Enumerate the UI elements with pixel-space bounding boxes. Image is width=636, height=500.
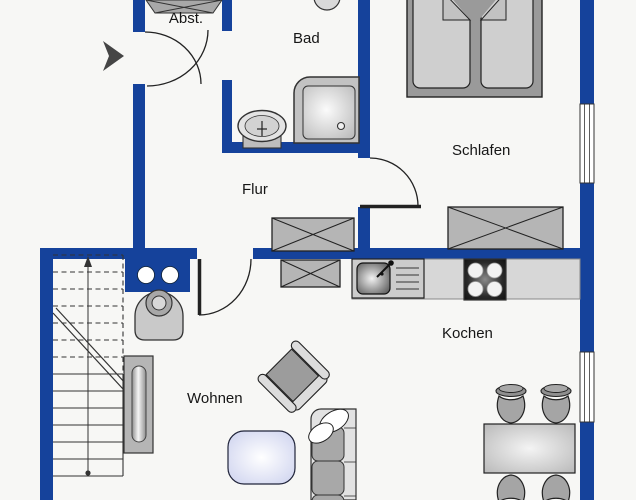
cabinet-flur [271, 217, 355, 252]
sofa-cushion [311, 460, 345, 496]
utility-shaft [125, 259, 190, 292]
windows [579, 103, 595, 423]
boiler-stove [134, 289, 184, 341]
bed-mattress-left [412, 0, 472, 89]
kitchen-faucet [376, 262, 392, 278]
kitchen-sink-basin [356, 262, 391, 295]
wall-outer-right-middle [580, 183, 594, 352]
wall-left-above-entrance [133, 0, 145, 32]
dining-table [483, 423, 576, 474]
wall-left-below-entrance [133, 84, 145, 259]
room-label-bad: Bad [293, 30, 320, 47]
stair-walk-line-start [85, 470, 91, 476]
wall-bad-bottom [222, 142, 370, 153]
chair [496, 474, 526, 500]
doors [144, 29, 421, 316]
wall-main-horizontal-left [40, 248, 197, 259]
coffee-table [227, 430, 296, 485]
window-kochen [579, 351, 595, 423]
wall-bad-left [222, 80, 232, 153]
chair [540, 384, 572, 424]
bathroom-sink [237, 109, 287, 149]
chair [495, 384, 527, 424]
utility-shaft-openings [137, 266, 179, 284]
door-arc-wohnen [198, 258, 252, 316]
shower [293, 76, 360, 144]
sofa-pillow [308, 422, 334, 444]
kitchen-sink-unit [351, 258, 425, 299]
staircase [52, 254, 127, 477]
stove-cooktop [463, 258, 507, 301]
bed-mattress-right [478, 0, 534, 89]
room-label-kochen: Kochen [442, 325, 493, 342]
door-arc-entrance [144, 31, 202, 85]
dining-chairs [495, 384, 572, 500]
wall-main-horizontal-right [253, 248, 594, 259]
room-label-flur: Flur [242, 181, 268, 198]
room-label-abst: Abst. [168, 10, 204, 27]
sideboard [123, 355, 154, 454]
wall-outer-right-bottom [580, 422, 594, 500]
wall-flur-schlafen-lower [358, 207, 370, 259]
toilet [313, 0, 341, 11]
wall-abst-right [222, 0, 232, 31]
entrance-arrow-icon [103, 41, 124, 71]
double-bed [406, 0, 543, 98]
wall-bad-schlafen [358, 0, 370, 158]
cabinet-below-wall [280, 259, 341, 288]
room-label-schlafen: Schlafen [452, 142, 511, 159]
door-arc-abst [146, 29, 209, 87]
kitchen-sink-drainer [396, 267, 419, 290]
shower-drain [336, 121, 346, 131]
door-arc-schlafen [369, 157, 419, 207]
wall-outer-right-top [580, 0, 594, 104]
wardrobe-schlafen [447, 206, 564, 250]
stair-direction-arrow-icon [84, 256, 92, 267]
abst-shelf [145, 0, 223, 14]
window-schlafen [579, 103, 595, 184]
room-label-wohnen: Wohnen [187, 390, 243, 407]
stair-cut-line [52, 307, 127, 390]
wall-outer-left [40, 248, 53, 500]
sofa-cushion [311, 494, 345, 500]
armchair [257, 340, 330, 413]
sofa [308, 408, 357, 500]
chair [541, 474, 571, 500]
walls [40, 0, 594, 500]
